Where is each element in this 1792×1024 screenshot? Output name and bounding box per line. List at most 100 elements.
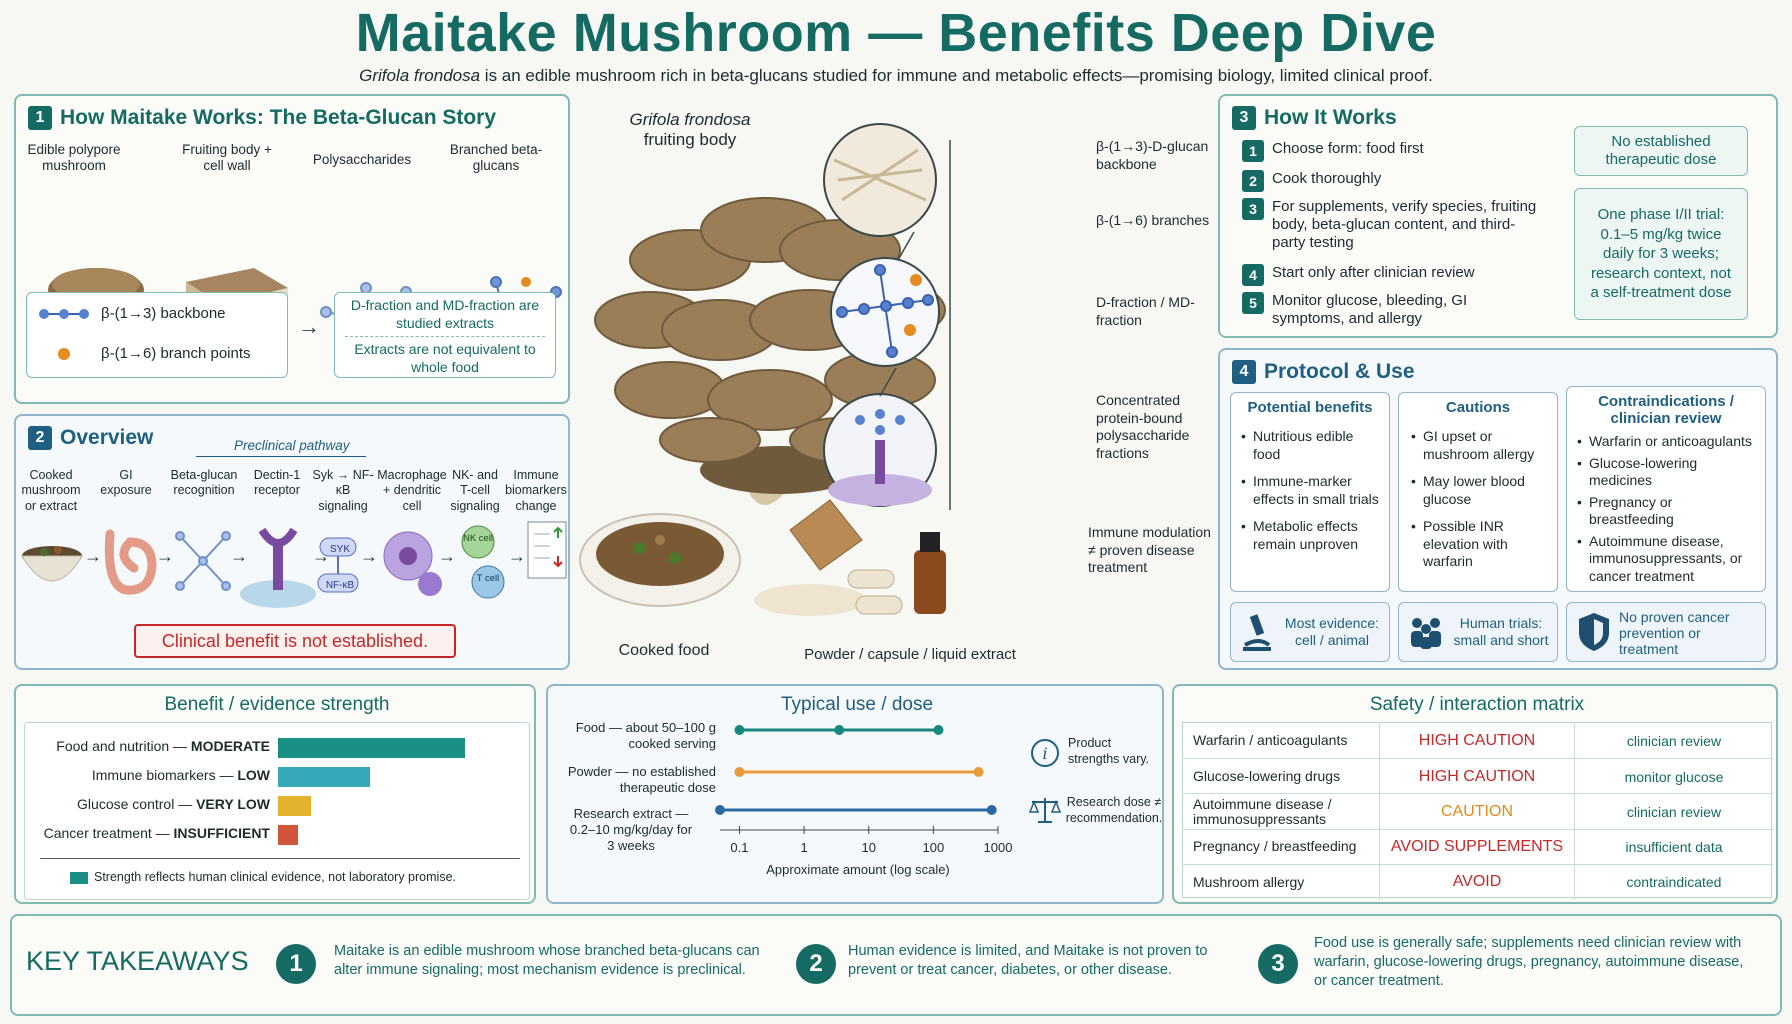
pathway-step-gi-exposure: GI exposure xyxy=(100,468,152,498)
benefit-item: Nutritious edible food xyxy=(1241,428,1381,463)
safety-level: HIGH CAUTION xyxy=(1379,759,1575,795)
contraindications-list: Warfarin or anticoagulants Glucose-lower… xyxy=(1577,433,1757,585)
safety-title: Safety / interaction matrix xyxy=(1369,694,1585,715)
dose-row-powder-label: Powder — no established therapeutic dose xyxy=(567,764,716,795)
beta-glucan-legend: β-(1→3) backbone β-(1→6) branch points xyxy=(26,292,288,378)
takeaway-3-number: 3 xyxy=(1258,944,1298,984)
step-edible-mushroom: Edible polypore mushroom xyxy=(27,142,121,174)
evidence-bar-label: Glucose control — VERY LOW xyxy=(40,796,270,812)
section2-number: 2 xyxy=(28,426,52,450)
dose-range-end xyxy=(973,767,984,777)
takeaways-title: KEY TAKEAWAYS xyxy=(26,946,249,976)
page-subtitle: Grifola frondosa is an edible mushroom r… xyxy=(0,66,1792,86)
potential-benefits-title: Potential benefits xyxy=(1247,399,1373,416)
evidence-bar xyxy=(278,796,311,816)
svg-text:→: → xyxy=(84,546,102,566)
potential-benefits-box: Potential benefits Nutritious edible foo… xyxy=(1230,392,1390,592)
section1-number: 1 xyxy=(28,106,52,130)
takeaway-2-text: Human evidence is limited, and Maitake i… xyxy=(848,943,1208,978)
svg-text:→: → xyxy=(298,314,320,339)
evidence-footnote: Strength reflects human clinical evidenc… xyxy=(94,870,456,884)
nk-cell-label: NK cell xyxy=(462,533,494,544)
pathway-step-dectin-1: Dectin-1 receptor xyxy=(253,468,301,498)
evidence-bar-category: Immune biomarkers — xyxy=(91,767,238,783)
bowl-icon xyxy=(21,546,83,582)
pathway-step-macrophage: Macrophage + dendritic cell xyxy=(377,468,447,513)
badge-human-trials-text: Human trials: small and short xyxy=(1453,615,1549,648)
dose-tick-label: 10 xyxy=(861,840,875,855)
section1-title: 1 How Maitake Works: The Beta-Glucan Sto… xyxy=(28,106,496,130)
evidence-badge-cell-animal: Most evidence: cell / animal xyxy=(1230,602,1390,662)
subtitle-text: is an edible mushroom rich in beta-gluca… xyxy=(480,66,1433,85)
dose-tick-label: 100 xyxy=(923,840,945,855)
safety-level: AVOID xyxy=(1379,864,1575,900)
section4-number: 4 xyxy=(1232,360,1256,384)
step-branched-beta-glucans: Branched beta-glucans xyxy=(449,142,543,174)
cooked-food-icon xyxy=(579,513,741,607)
badge-cell-animal-text: Most evidence: cell / animal xyxy=(1284,615,1380,648)
section4-title: 4 Protocol & Use xyxy=(1232,360,1415,384)
cautions-title: Cautions xyxy=(1445,399,1511,416)
dose-xlabel: Approximate amount (log scale) xyxy=(766,862,950,877)
section3-title: 3 How It Works xyxy=(1232,106,1397,130)
evidence-footnote-swatch xyxy=(70,872,88,884)
badge-no-cancer-proof-text: No proven cancer prevention or treatment xyxy=(1619,609,1730,658)
evidence-axis xyxy=(40,858,520,859)
benefit-item: Immune-marker effects in small trials xyxy=(1241,473,1381,508)
branch-point-legend-icon xyxy=(58,348,70,360)
safety-action: contraindicated xyxy=(1626,874,1722,891)
safety-level: HIGH CAUTION xyxy=(1379,723,1575,759)
section-how-maitake-works: 1 How Maitake Works: The Beta-Glucan Sto… xyxy=(14,94,570,404)
safety-action: clinician review xyxy=(1626,732,1722,749)
safety-level: CAUTION xyxy=(1379,794,1575,830)
svg-text:→: → xyxy=(360,546,378,566)
dose-range-start xyxy=(734,767,745,777)
info-icon: i xyxy=(1031,739,1059,767)
safety-action: monitor glucose xyxy=(1624,768,1724,785)
nfkb-label: NF-κB xyxy=(325,580,355,591)
evidence-bar-category: Cancer treatment — xyxy=(43,825,174,841)
evidence-bar-category: Glucose control — xyxy=(77,796,197,812)
caution-item: GI upset or mushroom allergy xyxy=(1411,428,1549,463)
callout-immune-modulation: Immune modulation ≠ proven disease treat… xyxy=(1088,524,1211,575)
section-protocol-use: 4 Protocol & Use Potential benefits Nutr… xyxy=(1218,348,1778,670)
dose-range-start xyxy=(734,725,745,735)
t-cell-label: T cell xyxy=(476,573,500,584)
callout-backbone: β-(1→3)-D-glucan backbone xyxy=(1096,138,1209,172)
evidence-bar-level: LOW xyxy=(237,767,270,783)
pathway-step-biomarkers: Immune biomarkers change xyxy=(505,468,567,513)
dose-title: Typical use / dose xyxy=(780,694,934,715)
dose-tick-label: 1000 xyxy=(984,840,1013,855)
backbone-legend-icon xyxy=(39,309,89,319)
supplement-label: Powder / capsule / liquid extract xyxy=(804,646,1016,663)
pathway-step-cooked-mushroom: Cooked mushroom or extract xyxy=(21,468,81,513)
microscope-icon xyxy=(1243,614,1271,651)
protocol-step-3-text: For supplements, verify species, fruitin… xyxy=(1272,198,1537,251)
dose-note-strengths: Product strengths vary. xyxy=(1068,736,1150,766)
contraindication-item: Autoimmune disease, immunosuppressants, … xyxy=(1577,533,1757,586)
dose-range-end xyxy=(986,805,997,815)
takeaway-1-number: 1 xyxy=(276,944,316,984)
dectin-1-receptor-icon xyxy=(240,527,316,608)
trial-dose-note: One phase I/II trial: 0.1–5 mg/kg twice … xyxy=(1574,188,1748,320)
protocol-step-2-text: Cook thoroughly xyxy=(1272,170,1382,187)
callout-fractions: Concentrated protein-bound polysaccharid… xyxy=(1096,392,1190,461)
takeaway-1-text: Maitake is an edible mushroom whose bran… xyxy=(334,943,760,978)
safety-action: clinician review xyxy=(1626,803,1722,820)
section-overview: 2 Overview Preclinical pathway Cooked mu… xyxy=(14,414,570,670)
dose-tick-label: 1 xyxy=(800,840,807,855)
legend-backbone: β-(1→3) backbone xyxy=(101,305,226,322)
evidence-title: Benefit / evidence strength xyxy=(164,694,390,715)
evidence-bar-label: Food and nutrition — MODERATE xyxy=(40,738,270,754)
intestine-icon xyxy=(104,529,157,595)
callout-circle-backbone xyxy=(823,123,937,237)
svg-text:i: i xyxy=(1042,744,1047,763)
legend-branch: β-(1→6) branch points xyxy=(101,345,251,362)
page-title: Maitake Mushroom — Benefits Deep Dive xyxy=(355,3,1437,63)
evidence-bar-level: VERY LOW xyxy=(196,796,270,812)
